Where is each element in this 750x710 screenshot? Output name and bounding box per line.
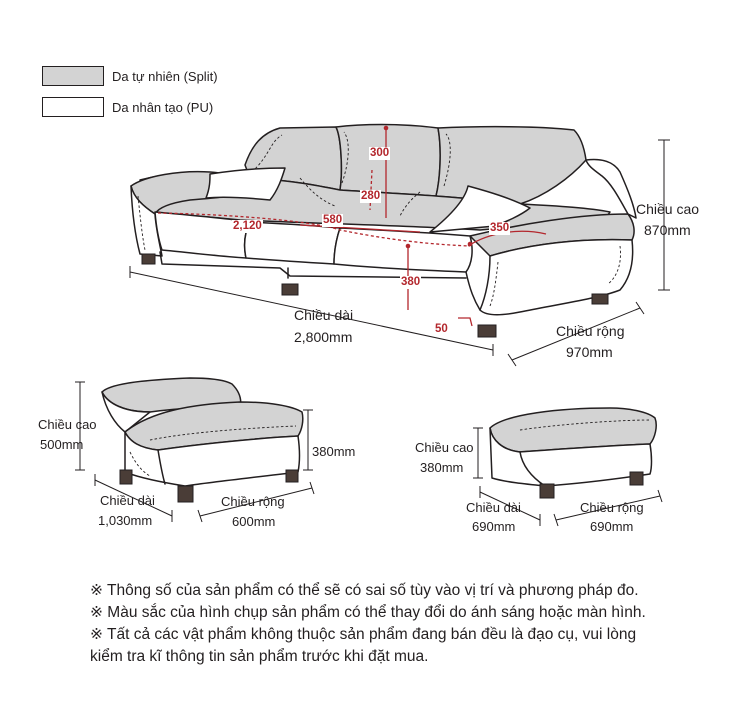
disclaimer-notes: ※ Thông số của sản phẩm có thể sẽ có sai… <box>90 580 690 668</box>
sofa-height-label: Chiều cao <box>636 201 700 217</box>
note-measurement-tolerance: ※ Thông số của sản phẩm có thể sẽ có sai… <box>90 582 639 599</box>
sofa-leg-front-right <box>477 324 497 338</box>
chaise-leg-front <box>177 485 194 503</box>
note-props: ※ Tất cả các vật phẩm không thuộc sản ph… <box>90 626 637 643</box>
ottoman-length-label: Chiều dài <box>466 500 521 515</box>
armrest-width-value: 350 <box>489 222 511 235</box>
ottoman-length-dimension <box>479 491 541 521</box>
chaise-module <box>75 377 315 523</box>
chaise-height-value: 500mm <box>40 437 84 452</box>
back-cushion-center <box>335 123 441 197</box>
chaise-leg-back-left <box>119 469 133 485</box>
back-height-value: 300 <box>369 147 391 160</box>
seat-length-value: 2,120 <box>232 220 263 233</box>
right-armrest-side <box>585 158 637 219</box>
legend-label-natural-leather: Da tự nhiên (Split) <box>112 69 218 84</box>
ottoman-depth-value: 690mm <box>590 519 634 534</box>
sofa-leg-back-right <box>591 293 609 305</box>
seat-width-value: 580 <box>322 214 344 227</box>
note-check-before-order: kiểm tra kĩ thông tin sản phẩm trước khi… <box>90 648 429 665</box>
chaise-length-dimension <box>94 479 173 517</box>
legend-label-artificial-leather: Da nhân tạo (PU) <box>112 100 214 115</box>
seat-height-value: 380 <box>400 276 422 289</box>
chaise-backrest-front <box>101 391 151 433</box>
chaise-depth-dimension <box>199 487 313 517</box>
leg-height-value: 50 <box>434 323 449 336</box>
ottoman-leg-right <box>629 471 644 486</box>
legend-swatch-natural-leather <box>42 66 104 86</box>
cushion-depth-value: 280 <box>360 190 382 203</box>
ottoman-depth-dimension <box>555 495 661 521</box>
sofa-leg-back-left <box>141 253 156 265</box>
chaise-depth-label: Chiều rộng <box>221 494 285 509</box>
chaise-length-value: 1,030mm <box>98 513 153 528</box>
back-cushion-right <box>435 125 587 205</box>
sofa-depth-dimension <box>511 307 641 361</box>
sofa-height-value: 870mm <box>644 222 691 238</box>
sofa-depth-label: Chiều rộng <box>556 323 625 339</box>
chaise-length-label: Chiều dài <box>100 493 155 508</box>
sofa-length-dimension <box>129 271 494 351</box>
note-color-variation: ※ Màu sắc của hình chụp sản phẩm có thể … <box>90 604 646 621</box>
chaise-depth-value: 600mm <box>232 514 276 529</box>
seat-cushion-right <box>333 227 473 273</box>
ottoman-module <box>473 407 663 527</box>
ottoman-leg-front <box>539 483 555 499</box>
sofa-length-label: Chiều dài <box>294 307 354 323</box>
throw-pillow-left <box>205 167 286 201</box>
ottoman-length-value: 690mm <box>472 519 516 534</box>
three-seat-sofa <box>129 123 670 367</box>
ottoman-height-value: 380mm <box>420 460 464 475</box>
ottoman-height-label: Chiều cao <box>415 440 474 455</box>
sofa-depth-value: 970mm <box>566 344 613 360</box>
chaise-seat-height-value: 380mm <box>312 444 356 459</box>
sofa-leg-front-middle <box>281 283 299 296</box>
sofa-length-value: 2,800mm <box>294 329 353 345</box>
chaise-leg-back-right <box>285 469 299 483</box>
chaise-height-label: Chiều cao <box>38 417 97 432</box>
throw-pillow-right <box>429 185 531 233</box>
ottoman-depth-label: Chiều rộng <box>580 500 644 515</box>
legend-swatch-artificial-leather <box>42 97 104 117</box>
